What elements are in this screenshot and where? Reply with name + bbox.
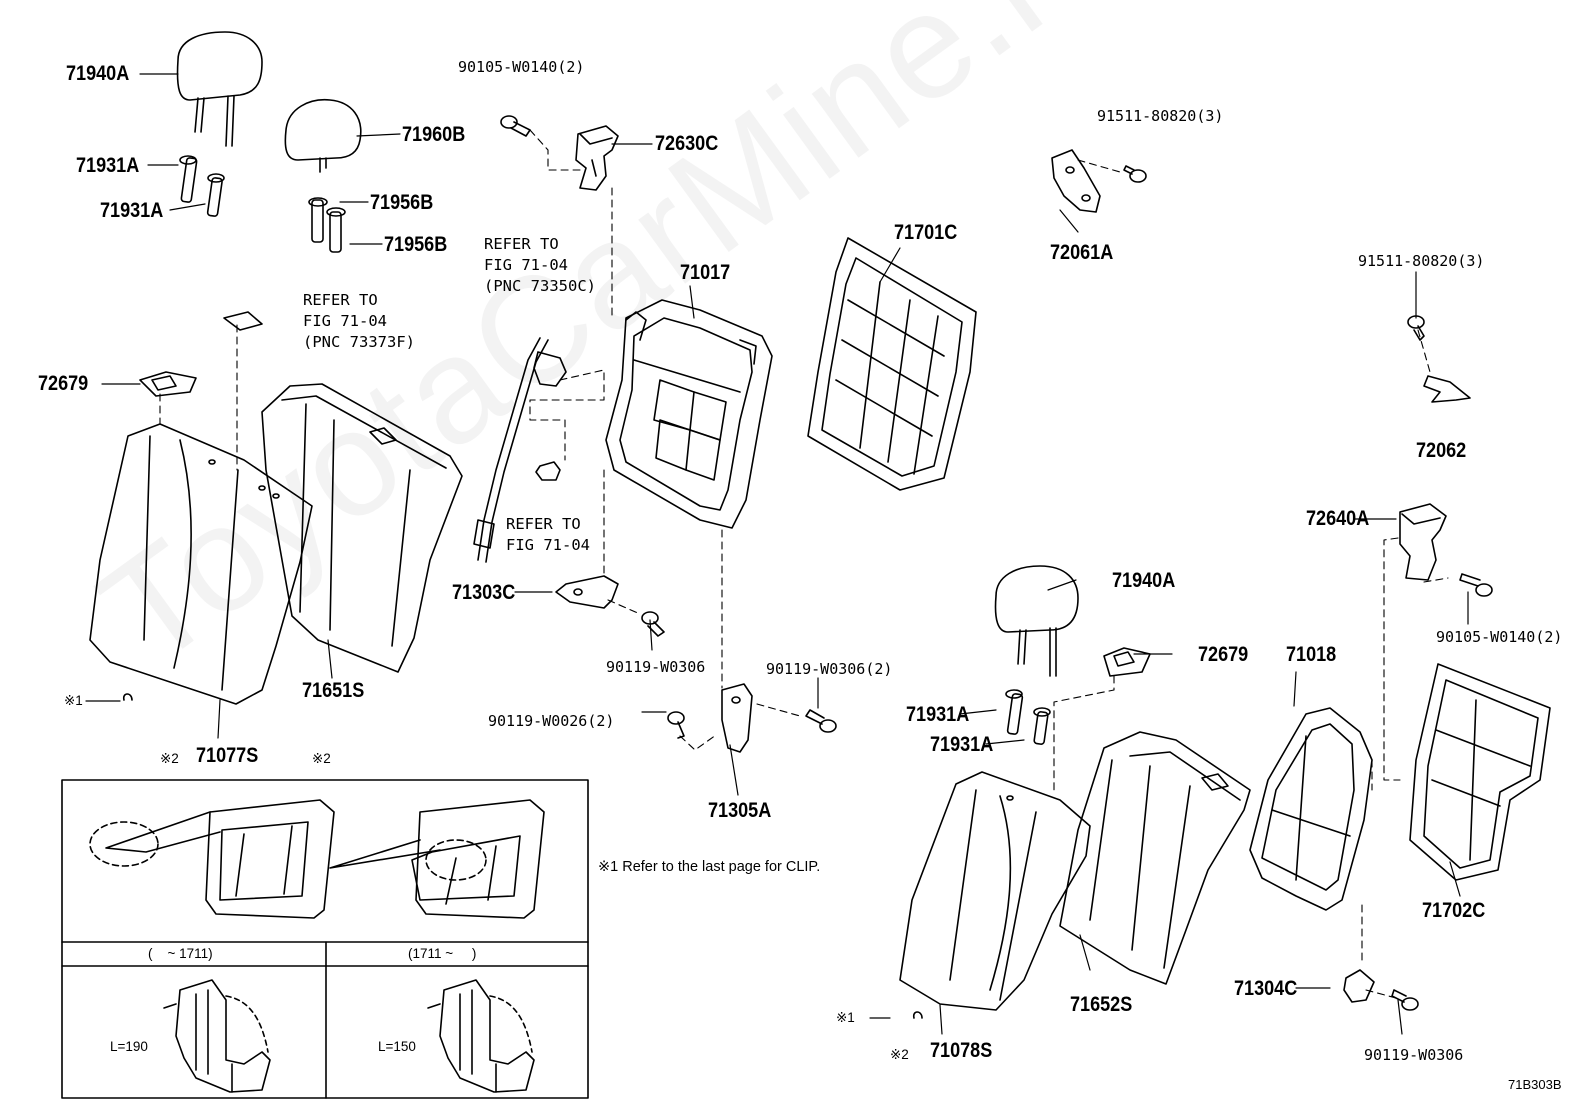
label-71652S: 71652S bbox=[1070, 993, 1133, 1016]
label-71017: 71017 bbox=[680, 261, 731, 284]
label-71940A-top: 71940A bbox=[66, 62, 130, 85]
label-71931A-2: 71931A bbox=[100, 199, 164, 222]
mark-1-right: ※1 bbox=[836, 1010, 855, 1025]
inset-range-right: (1711 ~ ) bbox=[408, 946, 477, 961]
inset-length-left: L=190 bbox=[110, 1039, 148, 1054]
bolt-91511-b bbox=[1407, 315, 1425, 341]
inset-range-left: ( ~ 1711) bbox=[148, 946, 213, 961]
headrest-71940A-right bbox=[994, 565, 1079, 677]
label-72630C: 72630C bbox=[655, 132, 719, 155]
bracket-72061A bbox=[1051, 149, 1101, 213]
cover-73373F bbox=[223, 311, 263, 331]
ref-71-04: REFER TO FIG 71-04 bbox=[506, 515, 590, 554]
label-72061A: 72061A bbox=[1050, 241, 1114, 264]
seatback-pad-71651S bbox=[261, 383, 463, 673]
clip-right bbox=[912, 1011, 923, 1019]
inset-detail bbox=[61, 779, 589, 1099]
headrest-71940A-top bbox=[176, 31, 263, 147]
label-71701C: 71701C bbox=[894, 221, 958, 244]
label-71304C: 71304C bbox=[1234, 977, 1298, 1000]
label-90119-W0026-2: 90119-W0026(2) bbox=[488, 712, 615, 730]
label-71303C: 71303C bbox=[452, 581, 516, 604]
bolt-91511-a bbox=[1123, 165, 1147, 183]
label-72679-right: 72679 bbox=[1198, 643, 1249, 666]
clip-note: ※1 Refer to the last page for CLIP. bbox=[598, 859, 821, 875]
label-71651S: 71651S bbox=[302, 679, 365, 702]
assembly-dashed-lines bbox=[159, 129, 1449, 999]
label-90119-W0306-a: 90119-W0306 bbox=[606, 658, 706, 676]
back-board-71702C bbox=[1409, 663, 1551, 881]
label-90119-W0306-b: 90119-W0306 bbox=[1364, 1046, 1464, 1064]
mark-1: ※1 bbox=[64, 693, 83, 708]
bolt-90105-top bbox=[500, 115, 531, 137]
bolt-90119-W0306-2 bbox=[805, 709, 837, 733]
inset-length-right: L=150 bbox=[378, 1039, 416, 1054]
seatback-cover-71078S bbox=[899, 771, 1091, 1011]
seatback-cover-71077S bbox=[89, 423, 313, 705]
bracket-71305A bbox=[721, 683, 753, 753]
figure-code: 71B303B bbox=[1508, 1077, 1562, 1092]
nut bbox=[535, 461, 561, 481]
seatback-frame-71018 bbox=[1249, 707, 1373, 911]
latch-72630C bbox=[575, 125, 619, 191]
label-91511-80820-1: 91511-80820(3) bbox=[1097, 107, 1224, 125]
label-72679-left: 72679 bbox=[38, 372, 89, 395]
bolt-90119-W0306-a bbox=[641, 611, 665, 637]
seatbelt-73350C bbox=[473, 337, 567, 563]
label-72640A: 72640A bbox=[1306, 507, 1370, 530]
back-board-71701C bbox=[807, 237, 977, 491]
hinge-71303C bbox=[555, 575, 619, 609]
label-71931A-3: 71931A bbox=[906, 703, 970, 726]
label-71940A-right: 71940A bbox=[1112, 569, 1176, 592]
bezel-72679-left bbox=[139, 371, 197, 397]
label-72062: 72062 bbox=[1416, 439, 1467, 462]
label-71931A-1: 71931A bbox=[76, 154, 140, 177]
ref-73350C: REFER TO FIG 71-04 (PNC 73350C) bbox=[484, 235, 596, 295]
bolt-90119-W0026 bbox=[667, 711, 685, 739]
latch-72640A bbox=[1399, 503, 1447, 581]
hinge-71304C bbox=[1343, 969, 1375, 1003]
label-90105-W0140-top: 90105-W0140(2) bbox=[458, 58, 585, 76]
guides-71956B bbox=[308, 197, 346, 253]
label-71956B-2: 71956B bbox=[384, 233, 448, 256]
guides-71931A-right bbox=[1005, 689, 1051, 745]
label-90119-W0306-2: 90119-W0306(2) bbox=[766, 660, 893, 678]
label-71078S: 71078S bbox=[930, 1039, 993, 1062]
mark-2: ※2 bbox=[312, 751, 331, 766]
bolt-90105-right bbox=[1459, 573, 1493, 597]
label-71077S: 71077S bbox=[196, 744, 259, 767]
mark-2-right: ※2 bbox=[890, 1047, 909, 1062]
ref-73373F: REFER TO FIG 71-04 (PNC 73373F) bbox=[303, 291, 415, 351]
seatback-pad-71652S bbox=[1059, 731, 1251, 985]
headrest-71960B bbox=[284, 98, 362, 173]
label-91511-80820-2: 91511-80820(3) bbox=[1358, 252, 1485, 270]
bezel-72679-right bbox=[1103, 647, 1151, 677]
seatback-frame-71017 bbox=[605, 299, 773, 529]
label-71305A: 71305A bbox=[708, 799, 772, 822]
mark-2-71077S: ※2 bbox=[160, 751, 179, 766]
label-71702C: 71702C bbox=[1422, 899, 1486, 922]
bracket-72062 bbox=[1423, 375, 1471, 403]
label-71960B: 71960B bbox=[402, 123, 466, 146]
leader-lines bbox=[85, 73, 1469, 1035]
clip-left bbox=[122, 693, 133, 701]
label-90105-W0140-right: 90105-W0140(2) bbox=[1436, 628, 1563, 646]
label-71931A-4: 71931A bbox=[930, 733, 994, 756]
bolt-90119-W0306-b bbox=[1391, 989, 1419, 1011]
label-71956B-1: 71956B bbox=[370, 191, 434, 214]
guides-71931A bbox=[179, 155, 225, 217]
label-71018: 71018 bbox=[1286, 643, 1337, 666]
